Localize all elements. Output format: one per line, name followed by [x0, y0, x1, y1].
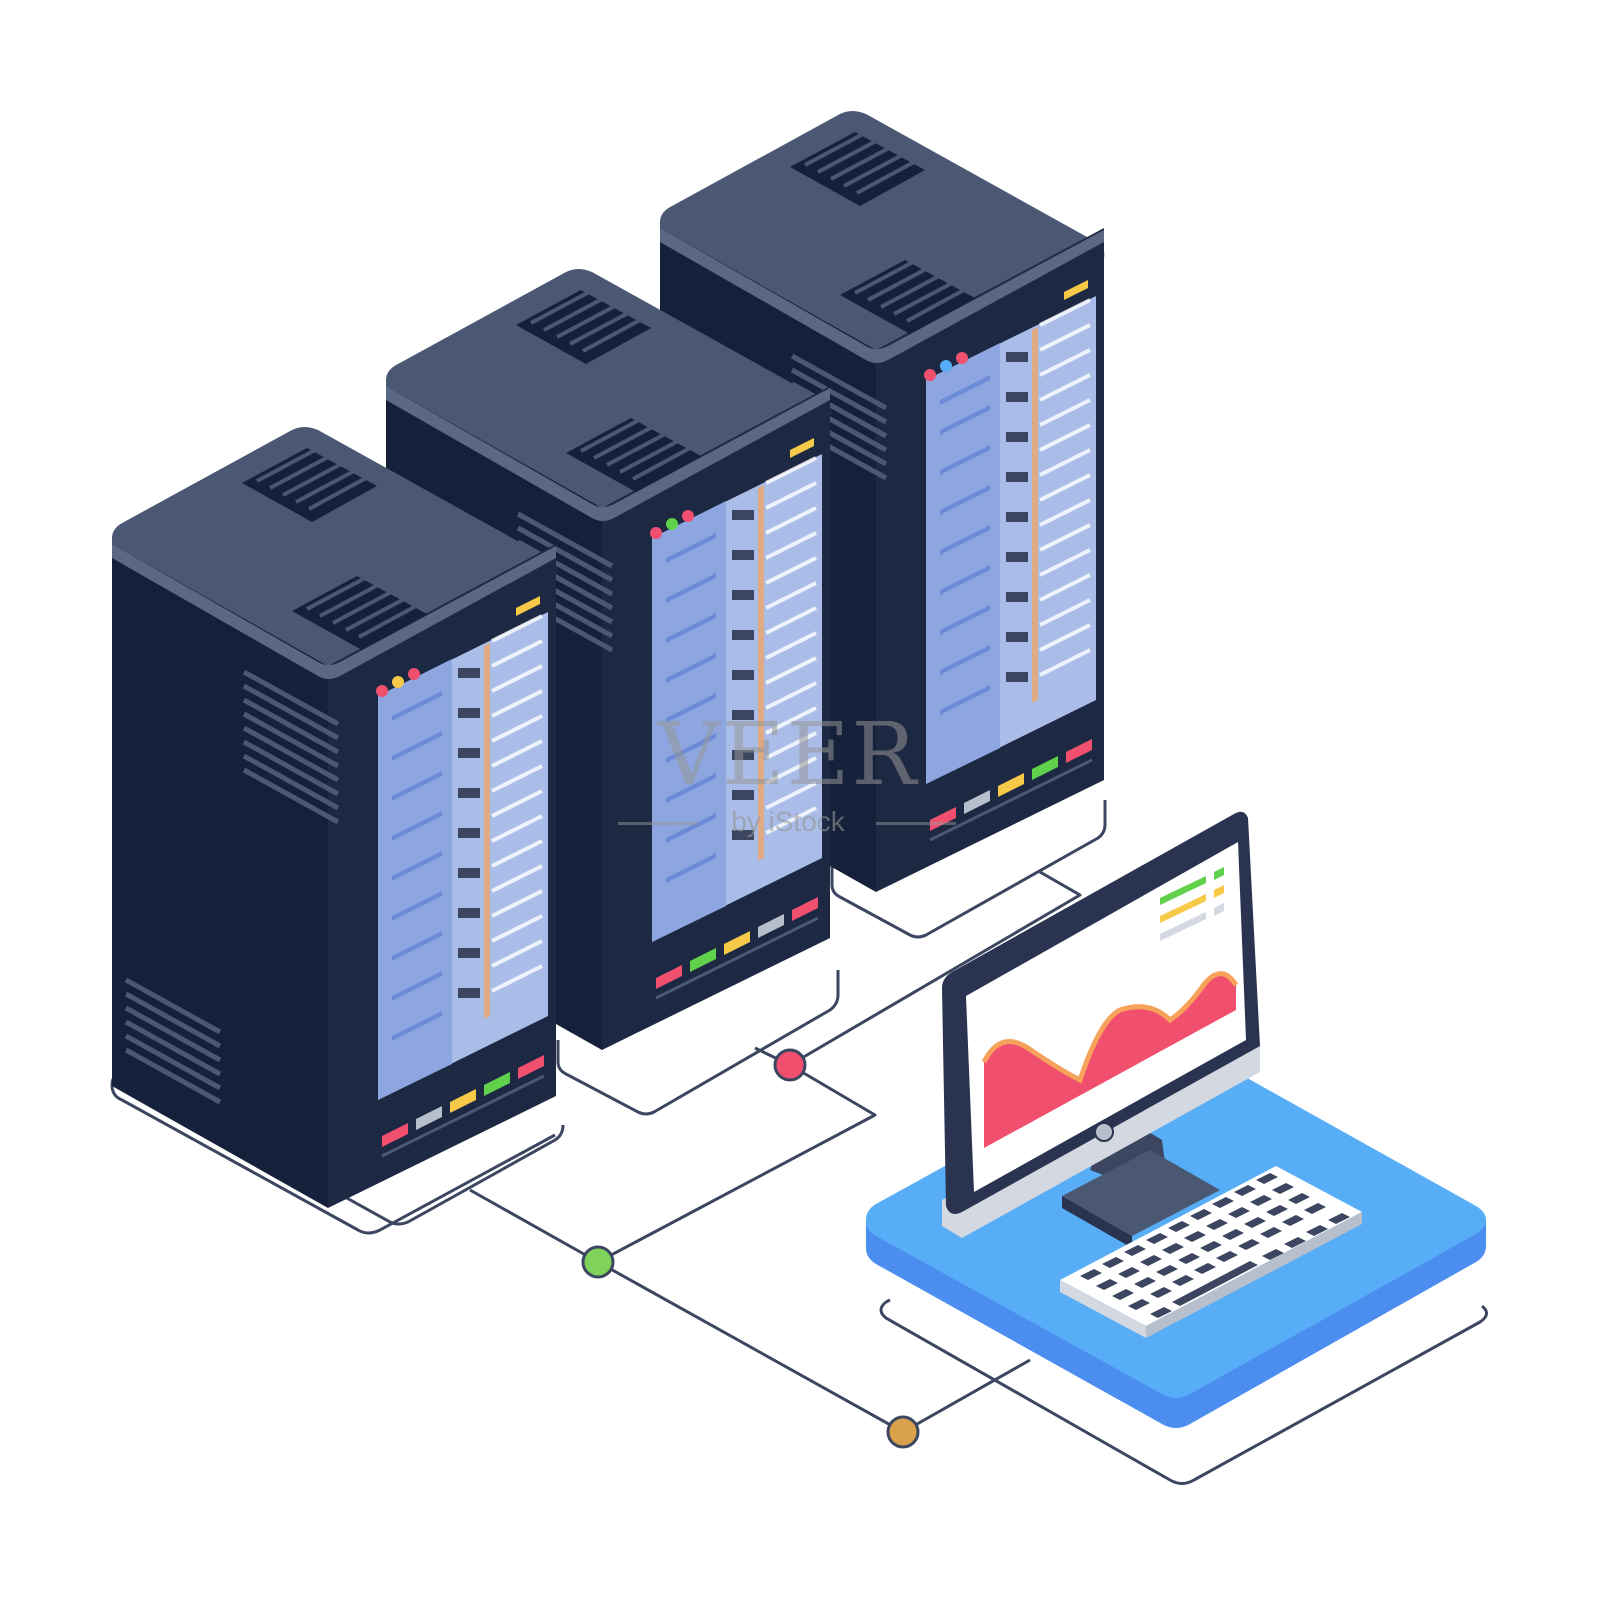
network-node-green — [581, 1245, 615, 1279]
network-node-red — [773, 1048, 807, 1082]
keyboard-icon — [1060, 1166, 1362, 1338]
area-chart-icon — [981, 971, 1239, 1148]
monitor-icon — [942, 811, 1260, 1248]
server-rack-icon — [112, 427, 557, 1208]
network-node-orange — [886, 1415, 920, 1449]
